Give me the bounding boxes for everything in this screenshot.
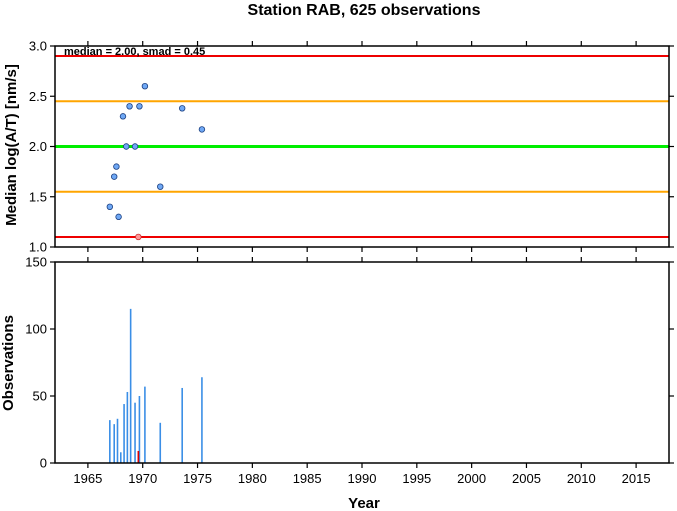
bottom-panel: 0 50 100 150 1965 1970 1975 1980 1985 1990 1995 200… (25, 255, 674, 486)
y-tick-label: 50 (33, 389, 47, 404)
data-point (136, 103, 143, 110)
x-tick-label: 2010 (567, 471, 596, 486)
x-tick-label: 2005 (512, 471, 541, 486)
data-point (126, 103, 133, 110)
x-tick-label: 1965 (73, 471, 102, 486)
x-tick-label: 1980 (238, 471, 267, 486)
x-tick-label: 2015 (622, 471, 651, 486)
y-tick-label: 1.5 (29, 189, 47, 204)
y-tick-label: 1.0 (29, 240, 47, 255)
data-point (198, 126, 206, 133)
y-tick-label: 3.0 (29, 39, 47, 54)
data-point (106, 203, 114, 210)
top-y-axis-label: Median log(A/T) [nm/s] (3, 64, 20, 226)
x-tick-label: 1970 (128, 471, 157, 486)
data-point (119, 113, 127, 120)
data-point (178, 105, 186, 112)
y-tick-label: 100 (25, 322, 47, 337)
bottom-y-axis-label: Observations (0, 315, 17, 411)
y-tick-label: 2.5 (29, 89, 47, 104)
bottom-plot-frame (54, 261, 670, 464)
outlier-point (135, 233, 142, 241)
y-tick-label: 150 (25, 255, 47, 270)
top-panel: 1.0 1.5 2.0 2.5 3.0 (29, 39, 674, 255)
x-tick-label: 1975 (183, 471, 212, 486)
chart-title: Station RAB, 625 observations (248, 2, 481, 19)
x-tick-label: 1990 (348, 471, 377, 486)
x-tick-label: 1985 (293, 471, 322, 486)
data-point (113, 163, 120, 170)
data-point (131, 143, 139, 150)
x-tick-label: 2000 (457, 471, 486, 486)
y-tick-label: 0 (40, 456, 47, 471)
x-axis-label: Year (348, 495, 380, 511)
y-tick-label: 2.0 (29, 139, 47, 154)
x-tick-label: 1995 (402, 471, 431, 486)
data-point (123, 143, 130, 150)
stats-annotation: median = 2.00, smad = 0.45 (64, 46, 205, 58)
data-point (111, 173, 118, 180)
data-point (141, 82, 149, 90)
data-point (157, 183, 164, 190)
data-point (115, 213, 122, 221)
